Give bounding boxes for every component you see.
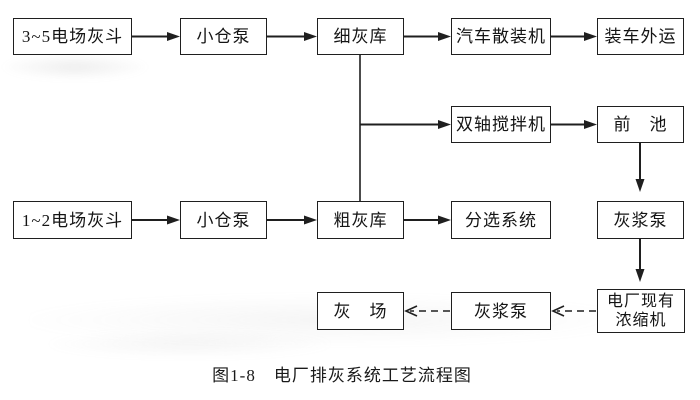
node-small-silo-pump-a: 小仓泵	[180, 18, 267, 55]
node-fine-ash-silo: 细灰库	[317, 18, 404, 55]
node-label: 装车外运	[604, 27, 677, 46]
edge-loader-to-loadout	[551, 32, 597, 41]
node-label: 小仓泵	[196, 210, 251, 230]
node-label: 汽车散装机	[456, 27, 546, 46]
node-ash-slurry-pump-a: 灰浆泵	[597, 201, 684, 239]
edge-forepond-to-slurrypump	[635, 143, 645, 192]
edge-fine-silo-to-loader	[404, 32, 451, 41]
edge-pump-to-coarse-silo	[267, 215, 317, 225]
node-coarse-ash-silo: 粗灰库	[317, 201, 404, 239]
node-label: 灰 场	[333, 301, 388, 321]
node-label: 前 池	[613, 115, 668, 134]
node-label: 粗灰库	[333, 210, 388, 230]
node-label: 1~2电场灰斗	[21, 210, 124, 230]
node-fore-pond: 前 池	[597, 106, 684, 143]
node-label: 双轴搅拌机	[456, 115, 546, 134]
node-hopper-1-2: 1~2电场灰斗	[13, 201, 132, 239]
node-ash-yard: 灰 场	[317, 292, 404, 330]
node-truck-bulk-loader: 汽车散装机	[451, 18, 551, 55]
node-label: 灰浆泵	[613, 210, 668, 230]
edge-fine-silo-to-mixer	[360, 120, 451, 129]
node-hopper-3-5: 3~5电场灰斗	[13, 18, 132, 55]
node-truck-load-out: 装车外运	[597, 18, 684, 55]
node-sorting-system: 分选系统	[451, 201, 551, 239]
edge-pump-to-fine-silo	[267, 32, 317, 41]
scan-artifact	[0, 54, 150, 80]
edge-hopper12-to-pump	[132, 215, 180, 225]
node-plant-existing-thickener: 电厂现有 浓缩机	[597, 289, 685, 333]
figure-caption: 图1-8 电厂排灰系统工艺流程图	[212, 366, 472, 385]
node-label: 分选系统	[465, 210, 537, 230]
edge-slurrypump-b-to-ashyard	[404, 305, 450, 317]
node-small-silo-pump-b: 小仓泵	[180, 201, 267, 239]
node-ash-slurry-pump-b: 灰浆泵	[451, 292, 551, 330]
node-label: 3~5电场灰斗	[21, 27, 124, 46]
node-label: 灰浆泵	[474, 301, 528, 321]
node-label: 小仓泵	[196, 27, 251, 46]
edge-slurrypump-to-thickener	[635, 239, 645, 282]
edge-thickener-to-slurrypump-b	[551, 305, 596, 317]
edge-hopper35-to-pump	[132, 32, 180, 41]
scan-artifact	[50, 330, 330, 358]
edge-mixer-to-forepond	[551, 120, 597, 129]
node-twin-shaft-mixer: 双轴搅拌机	[451, 106, 551, 143]
node-label: 细灰库	[333, 27, 388, 46]
edge-coarse-silo-to-sorting	[404, 215, 451, 225]
node-label: 电厂现有 浓缩机	[606, 293, 675, 329]
